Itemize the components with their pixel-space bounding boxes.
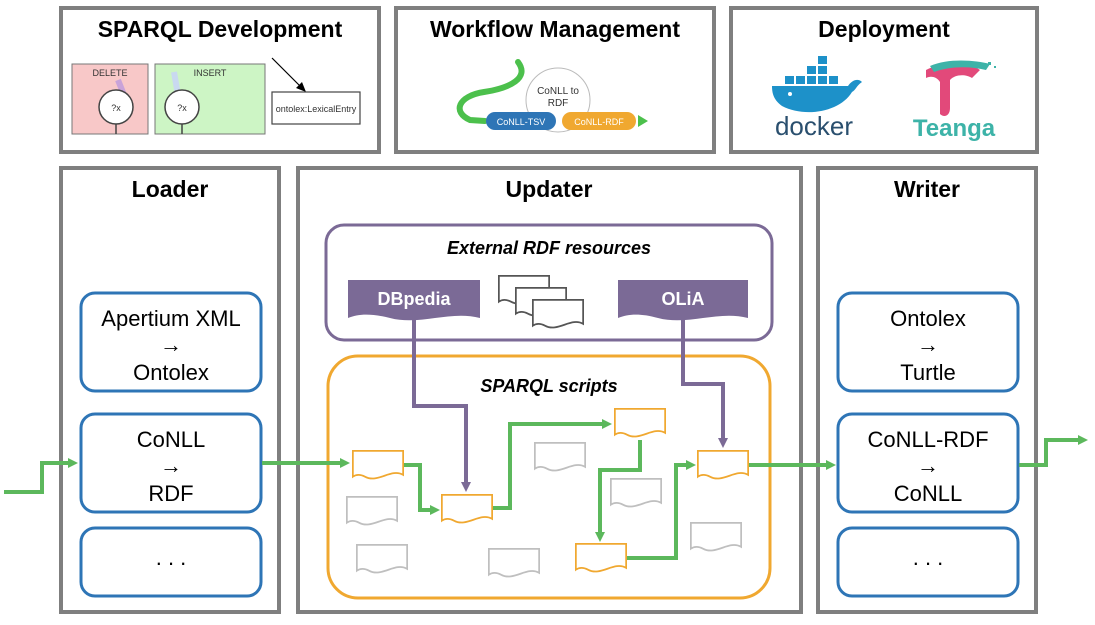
loader-item-line2: RDF xyxy=(148,481,193,506)
loader-item-apertium: Apertium XML → Ontolex xyxy=(79,291,263,393)
insert-var: ?x xyxy=(177,103,187,113)
external-rdf-title: External RDF resources xyxy=(447,238,651,258)
workflow-management-panel: Workflow Management CoNLL to RDF CoNLL-T… xyxy=(394,6,716,154)
dbpedia-banner xyxy=(348,280,480,321)
loader-item-line1: Apertium XML xyxy=(101,306,240,331)
loader-item-line2: Ontolex xyxy=(133,360,209,385)
loader-panel: Loader Apertium XML → Ontolex CoNLL → RD… xyxy=(59,166,281,614)
dbpedia-to-script-arrow xyxy=(412,318,471,492)
updater-title: Updater xyxy=(506,176,593,202)
loader-item-conll: CoNLL → RDF xyxy=(79,412,263,514)
writer-item-conll-rdf: CoNLL-RDF → CoNLL xyxy=(836,412,1020,514)
teanga-logo: Teanga xyxy=(913,60,996,142)
resource-arrows xyxy=(412,318,728,492)
dbpedia-label: DBpedia xyxy=(377,289,451,309)
sparql-scripts-title: SPARQL scripts xyxy=(480,376,617,396)
writer-item-more: . . . xyxy=(836,526,1020,598)
workflow-management-title: Workflow Management xyxy=(430,16,680,42)
writer-item-line1: Ontolex xyxy=(890,306,966,331)
loader-title: Loader xyxy=(132,176,209,202)
flow-output-arrow xyxy=(1019,435,1088,467)
writer-item-ontolex: Ontolex → Turtle xyxy=(836,291,1020,393)
docker-logo: docker xyxy=(772,56,862,141)
delete-var: ?x xyxy=(111,103,121,113)
writer-item-line2: CoNLL xyxy=(894,481,962,506)
writer-item-line2: Turtle xyxy=(900,360,955,385)
sparql-query-preview: DELETE ?x INSERT ?x ontolex:LexicalEntry xyxy=(71,57,361,135)
olia-label: OLiA xyxy=(662,289,705,309)
loader-item-line1: CoNLL xyxy=(137,427,205,452)
writer-panel: Writer Ontolex → Turtle CoNLL-RDF → CoNL… xyxy=(816,166,1038,614)
docker-wordmark: docker xyxy=(775,111,853,141)
data-flow-arrows xyxy=(4,419,1088,560)
loader-item-arrow: → xyxy=(160,453,182,478)
deployment-title: Deployment xyxy=(818,16,950,42)
deployment-panel: Deployment docker Teanga xyxy=(729,6,1039,154)
workflow-node-preview: CoNLL to RDF CoNLL-TSV CoNLL-RDF xyxy=(456,59,648,133)
sparql-scripts-area: SPARQL scripts xyxy=(326,354,772,600)
flow-script1-to-script2 xyxy=(404,463,440,515)
flow-script3-to-script4 xyxy=(595,440,642,542)
writer-item-ellipsis: . . . xyxy=(913,545,944,570)
teanga-wordmark: Teanga xyxy=(913,115,996,142)
writer-item-line1: CoNLL-RDF xyxy=(867,427,988,452)
external-rdf-resources: External RDF resources DBpedia OLiA xyxy=(324,223,774,342)
loader-item-ellipsis: . . . xyxy=(156,545,187,570)
olia-banner xyxy=(618,280,748,321)
delete-label: DELETE xyxy=(92,68,127,78)
flow-script4-to-script5 xyxy=(627,460,696,560)
flow-input-arrow xyxy=(4,458,78,494)
flow-script2-to-script3 xyxy=(493,419,612,510)
writer-item-arrow: → xyxy=(917,453,939,478)
olia-to-script-arrow xyxy=(681,318,728,448)
writer-title: Writer xyxy=(894,176,960,202)
insert-label: INSERT xyxy=(194,68,227,78)
sparql-development-title: SPARQL Development xyxy=(98,16,343,42)
lexical-entry-label: ontolex:LexicalEntry xyxy=(276,104,357,114)
updater-panel: Updater External RDF resources DBpedia O… xyxy=(296,166,803,614)
conll-rdf-pill: CoNLL-RDF xyxy=(574,117,624,127)
sparql-development-panel: SPARQL Development DELETE ?x INSERT ?x o… xyxy=(59,6,381,154)
loader-item-arrow: → xyxy=(160,332,182,357)
writer-item-arrow: → xyxy=(917,332,939,357)
conll-tsv-pill: CoNLL-TSV xyxy=(497,117,546,127)
loader-item-more: . . . xyxy=(79,526,263,598)
workflow-node-label-1: CoNLL to xyxy=(537,86,579,97)
workflow-node-label-2: RDF xyxy=(548,98,569,109)
